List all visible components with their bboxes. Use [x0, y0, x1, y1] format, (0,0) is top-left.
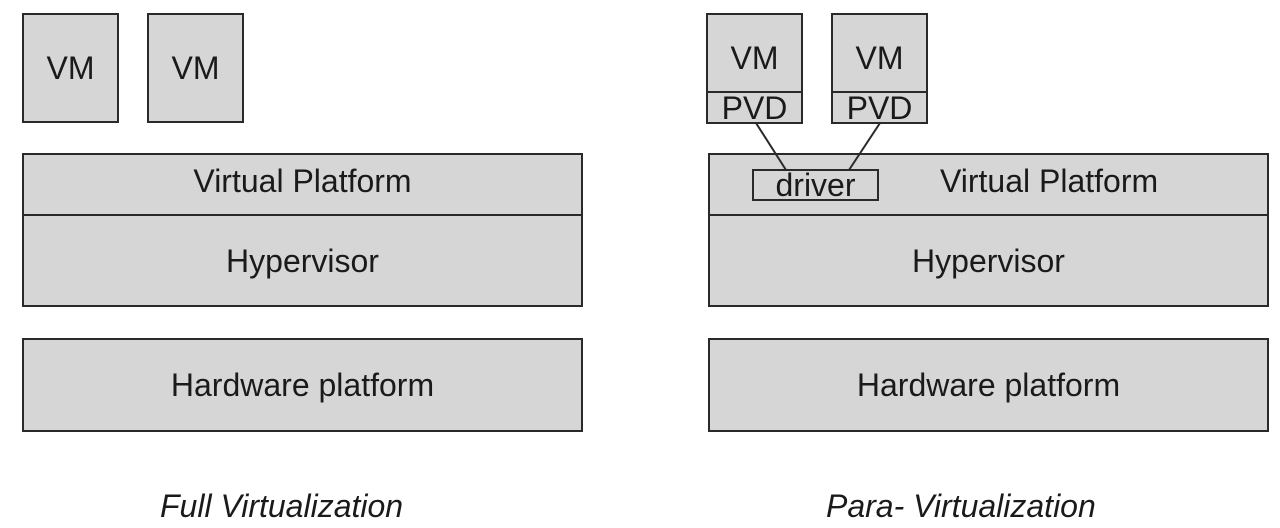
para-hardware-platform-label: Hardware platform	[856, 367, 1121, 403]
para-virtualization-caption: Para- Virtualization	[826, 488, 1096, 524]
para-vm-2: VM	[831, 13, 928, 93]
para-virtual-platform-label: Virtual Platform	[940, 163, 1159, 199]
para-vm-1-label: VM	[730, 40, 779, 76]
para-driver-label: driver	[775, 167, 856, 203]
para-pvd-2-label: PVD	[846, 89, 913, 126]
para-pvd-1-label: PVD	[721, 89, 788, 126]
full-hardware-platform-label: Hardware platform	[170, 367, 435, 403]
para-pvd-2: PVD	[831, 91, 928, 124]
full-virtual-platform: Virtual Platform	[22, 153, 583, 216]
full-hypervisor: Hypervisor	[22, 214, 583, 307]
para-vm-2-label: VM	[855, 40, 904, 76]
full-vm-2-label: VM	[171, 50, 220, 86]
para-hardware-platform: Hardware platform	[708, 338, 1269, 432]
para-hypervisor: Hypervisor	[708, 214, 1269, 307]
para-hypervisor-label: Hypervisor	[912, 242, 1065, 279]
full-vm-2: VM	[147, 13, 244, 123]
full-virtualization-caption: Full Virtualization	[160, 488, 404, 524]
para-pvd-1: PVD	[706, 91, 803, 124]
full-hardware-platform: Hardware platform	[22, 338, 583, 432]
full-virtual-platform-label: Virtual Platform	[193, 163, 412, 199]
full-vm-1: VM	[22, 13, 119, 123]
para-vm-1: VM	[706, 13, 803, 93]
full-hypervisor-label: Hypervisor	[226, 242, 379, 279]
para-driver: driver	[752, 169, 879, 201]
full-vm-1-label: VM	[46, 50, 95, 86]
